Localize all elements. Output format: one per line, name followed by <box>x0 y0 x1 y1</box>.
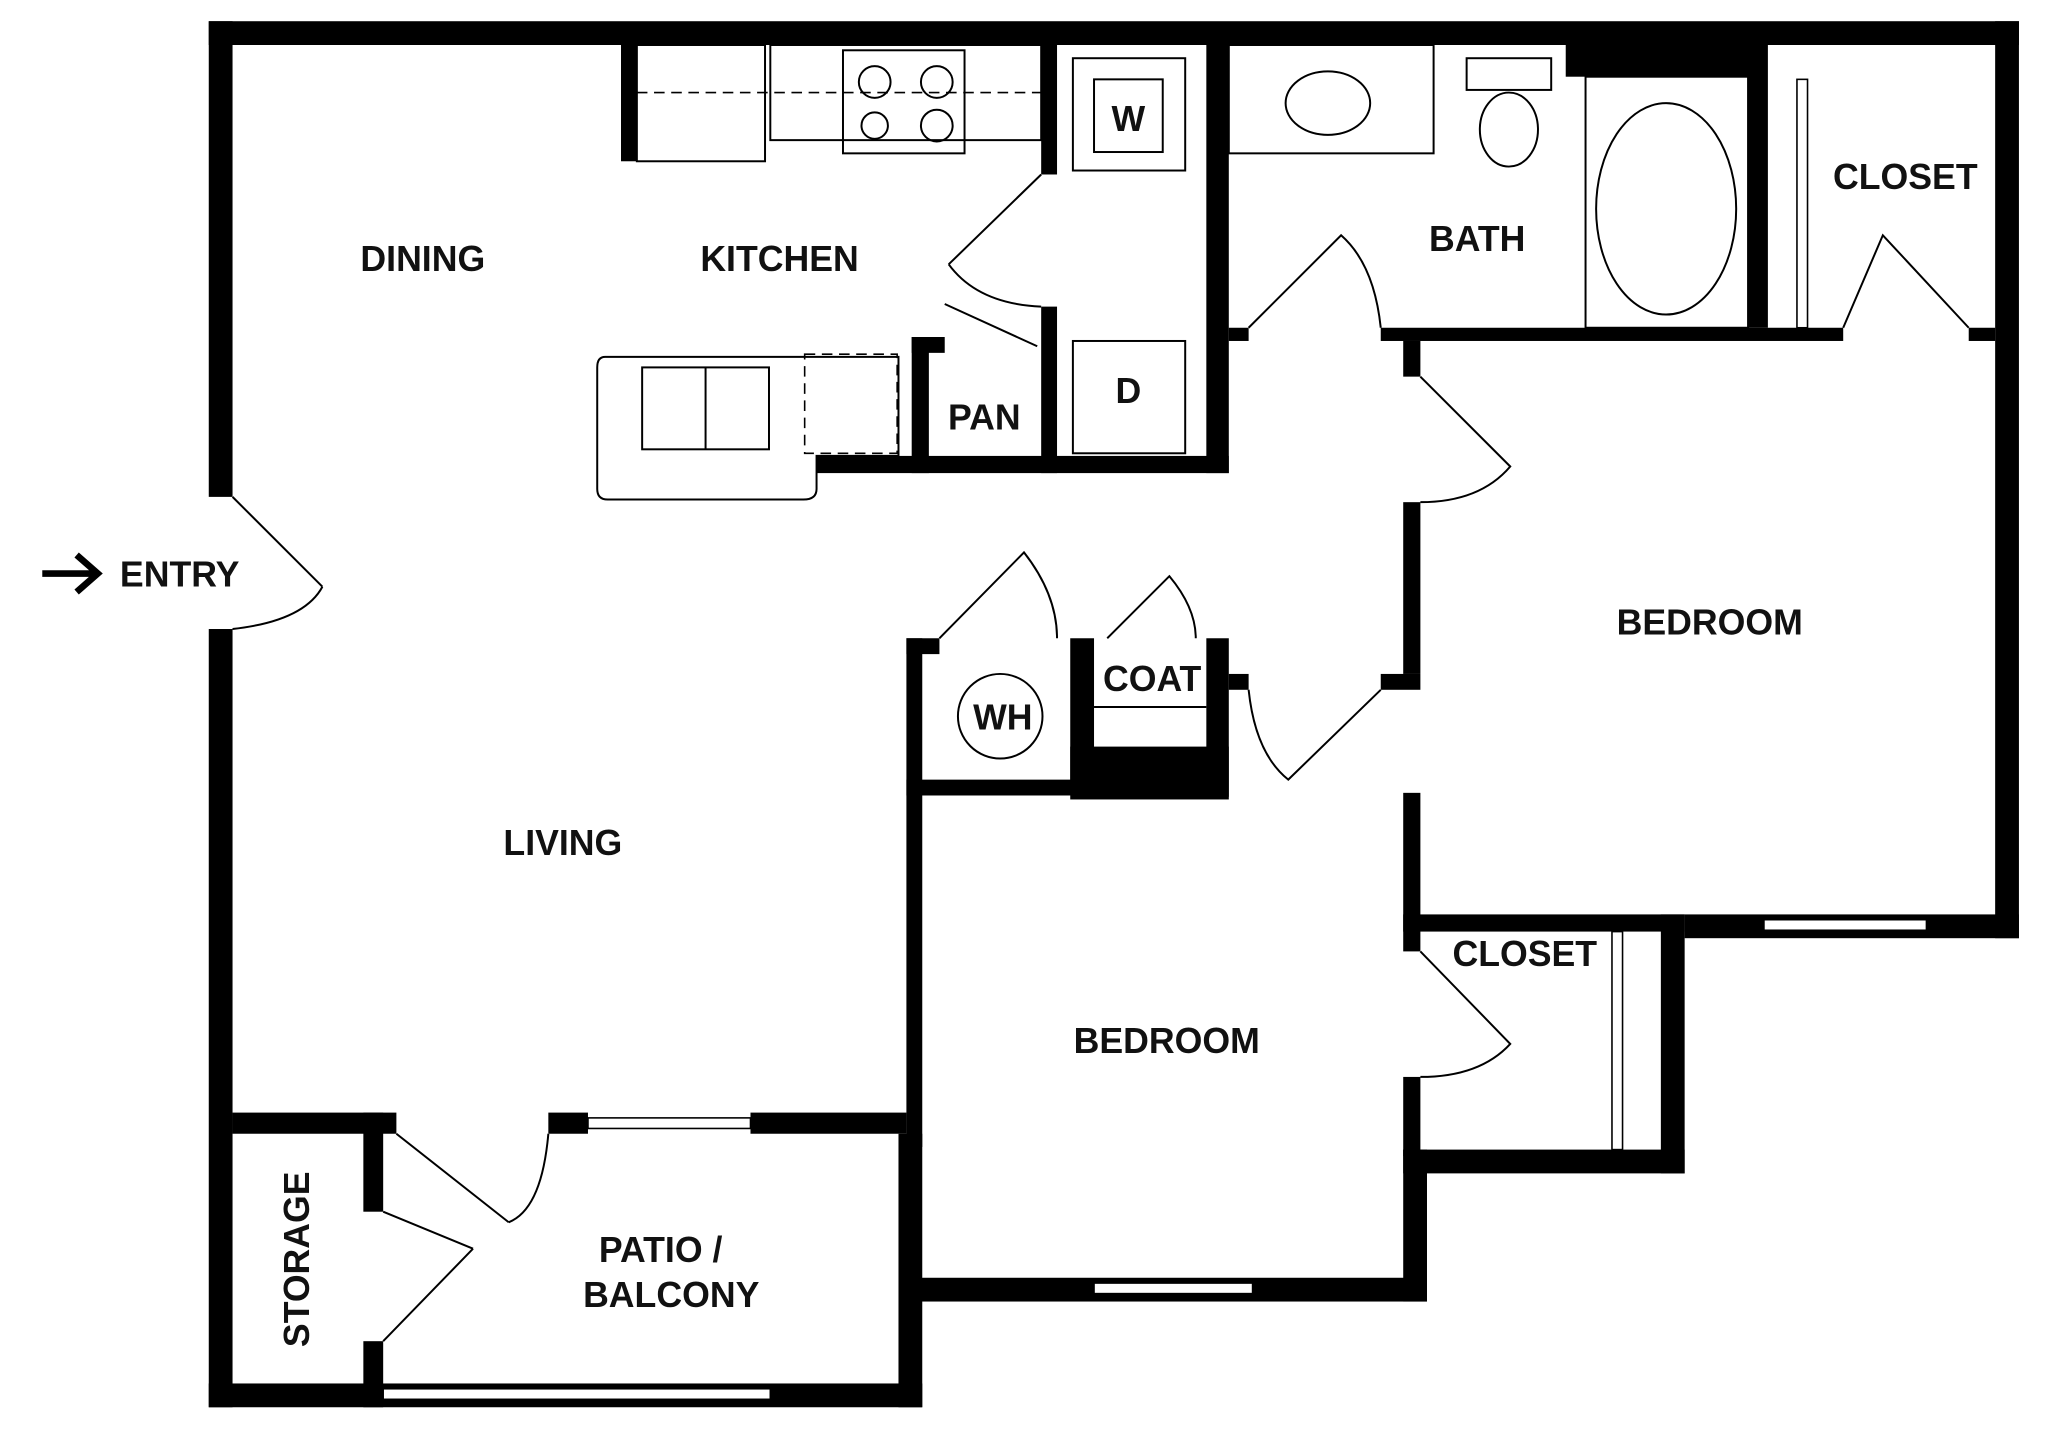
label-water-heater: WH <box>973 697 1032 737</box>
bath-sink <box>1284 70 1372 136</box>
label-coat: COAT <box>1103 659 1202 699</box>
label-bath: BATH <box>1429 219 1525 259</box>
stove <box>841 49 966 155</box>
toilet <box>1478 91 1539 168</box>
label-patio-line1: PATIO / <box>599 1230 723 1270</box>
label-living: LIVING <box>503 823 622 863</box>
label-dining: DINING <box>360 239 485 279</box>
room-labels: DINING KITCHEN W D PAN BATH CLOSET ENTRY… <box>120 99 1978 1347</box>
arrow-right-icon <box>42 552 103 595</box>
label-closet-second: CLOSET <box>1452 934 1597 974</box>
label-washer: W <box>1112 99 1146 139</box>
label-patio-line2: BALCONY <box>583 1275 760 1315</box>
label-bedroom-master: BEDROOM <box>1617 602 1803 642</box>
label-entry: ENTRY <box>120 555 240 595</box>
doors <box>231 173 1970 1342</box>
label-closet-master: CLOSET <box>1833 157 1978 197</box>
label-pantry: PAN <box>948 397 1021 437</box>
kitchen-island <box>596 355 900 501</box>
windows <box>382 78 1928 1401</box>
label-dryer: D <box>1116 371 1142 411</box>
washer <box>1071 57 1187 172</box>
label-bedroom-second: BEDROOM <box>1074 1021 1260 1061</box>
bathtub <box>1584 75 1750 329</box>
label-storage: STORAGE <box>277 1171 317 1347</box>
water-heater <box>956 672 1044 760</box>
label-kitchen: KITCHEN <box>700 239 858 279</box>
fixtures <box>596 44 1750 760</box>
dryer <box>1071 339 1187 455</box>
